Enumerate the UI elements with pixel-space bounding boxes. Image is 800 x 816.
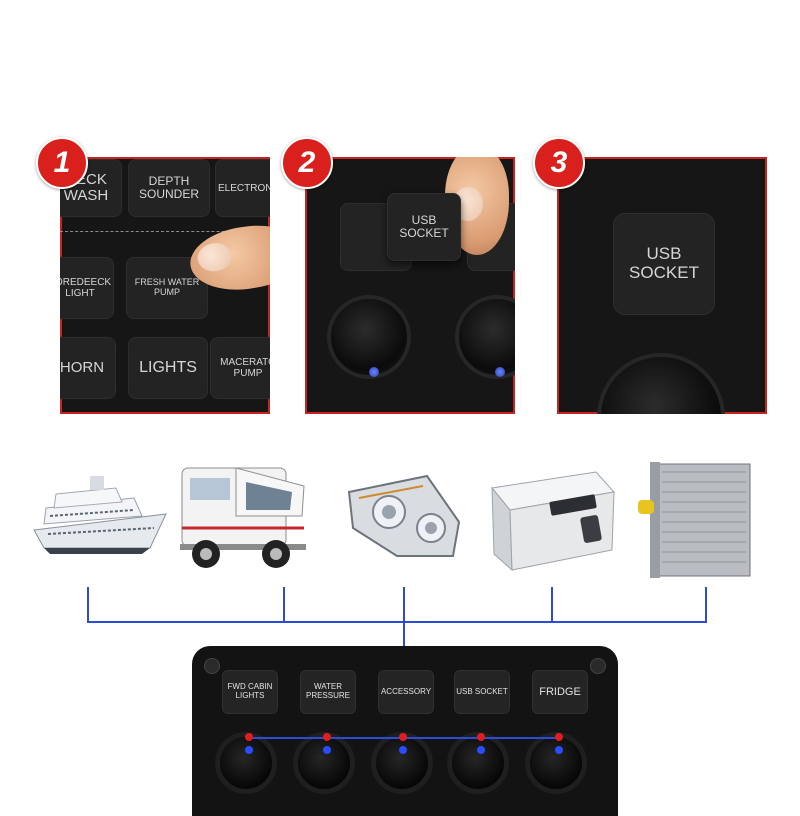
switch-label-electronics: ELECTRONI xyxy=(215,159,270,217)
rocker-switch[interactable] xyxy=(447,732,509,794)
rv-motorhome-icon xyxy=(180,458,308,578)
switch-label-depth-sounder: DEPTH SOUNDER xyxy=(128,159,210,217)
rocker-switch[interactable] xyxy=(525,732,587,794)
red-indicator-dot xyxy=(399,733,407,741)
blue-indicator-led xyxy=(555,746,563,754)
switch-panel: FWD CABIN LIGHTS WATER PRESSURE ACCESSOR… xyxy=(192,646,618,816)
switch-label-usb-socket: USB SOCKET xyxy=(387,193,461,261)
portable-fridge-icon xyxy=(486,458,618,578)
switch-panel-closeup: USB SOCKET xyxy=(305,157,515,414)
rocker-switch[interactable] xyxy=(293,732,355,794)
fingernail-icon xyxy=(195,240,234,274)
switch-label-usb-socket: USB SOCKET xyxy=(454,670,510,714)
radiator-icon xyxy=(636,458,754,578)
switch-label-macerator-pump: MACERATO PUMP xyxy=(210,337,270,399)
step-badge: 3 xyxy=(533,137,585,189)
step-badge: 1 xyxy=(36,137,88,189)
connector-line xyxy=(705,587,707,623)
headlight-icon xyxy=(345,458,463,578)
step-1-card: 1 DECK WASH DEPTH SOUNDER ELECTRONI FORE… xyxy=(36,137,270,414)
switch-panel-closeup: USB SOCKET xyxy=(557,157,767,414)
indicator-led xyxy=(369,367,379,377)
blue-indicator-led xyxy=(477,746,485,754)
switch-panel-closeup: DECK WASH DEPTH SOUNDER ELECTRONI FOREDE… xyxy=(60,157,270,414)
rocker-switch xyxy=(597,353,725,414)
rocker-switch[interactable] xyxy=(371,732,433,794)
switch-label-lights: LIGHTS xyxy=(128,337,208,399)
connector-line xyxy=(87,621,707,623)
cruise-ship-icon xyxy=(30,458,170,578)
connector-line xyxy=(551,587,553,623)
switch-label-horn: HORN xyxy=(60,337,116,399)
blue-indicator-led xyxy=(399,746,407,754)
switch-label-fridge: FRIDGE xyxy=(532,670,588,714)
screw-icon xyxy=(204,658,220,674)
red-indicator-dot xyxy=(555,733,563,741)
screw-icon xyxy=(590,658,606,674)
step-badge: 2 xyxy=(281,137,333,189)
red-indicator-dot xyxy=(477,733,485,741)
dashed-guide-line xyxy=(60,231,270,232)
connector-line xyxy=(283,587,285,623)
switch-label-accessory: ACCESSORY xyxy=(378,670,434,714)
switch-label-usb-socket: USB SOCKET xyxy=(613,213,715,315)
switch-label-water-pressure: WATER PRESSURE xyxy=(300,670,356,714)
red-indicator-dot xyxy=(323,733,331,741)
rocker-switch xyxy=(455,295,515,379)
switch-label-foredeck-light: FOREDEECK LIGHT xyxy=(60,257,114,319)
red-indicator-dot xyxy=(245,733,253,741)
rocker-switch xyxy=(327,295,411,379)
switch-label-fwd-cabin-lights: FWD CABIN LIGHTS xyxy=(222,670,278,714)
rocker-switch[interactable] xyxy=(215,732,277,794)
indicator-led xyxy=(495,367,505,377)
step-3-card: 3 USB SOCKET xyxy=(533,137,767,414)
blue-indicator-led xyxy=(323,746,331,754)
connector-line xyxy=(87,587,89,623)
step-2-card: 2 USB SOCKET xyxy=(281,137,515,414)
blue-indicator-led xyxy=(245,746,253,754)
